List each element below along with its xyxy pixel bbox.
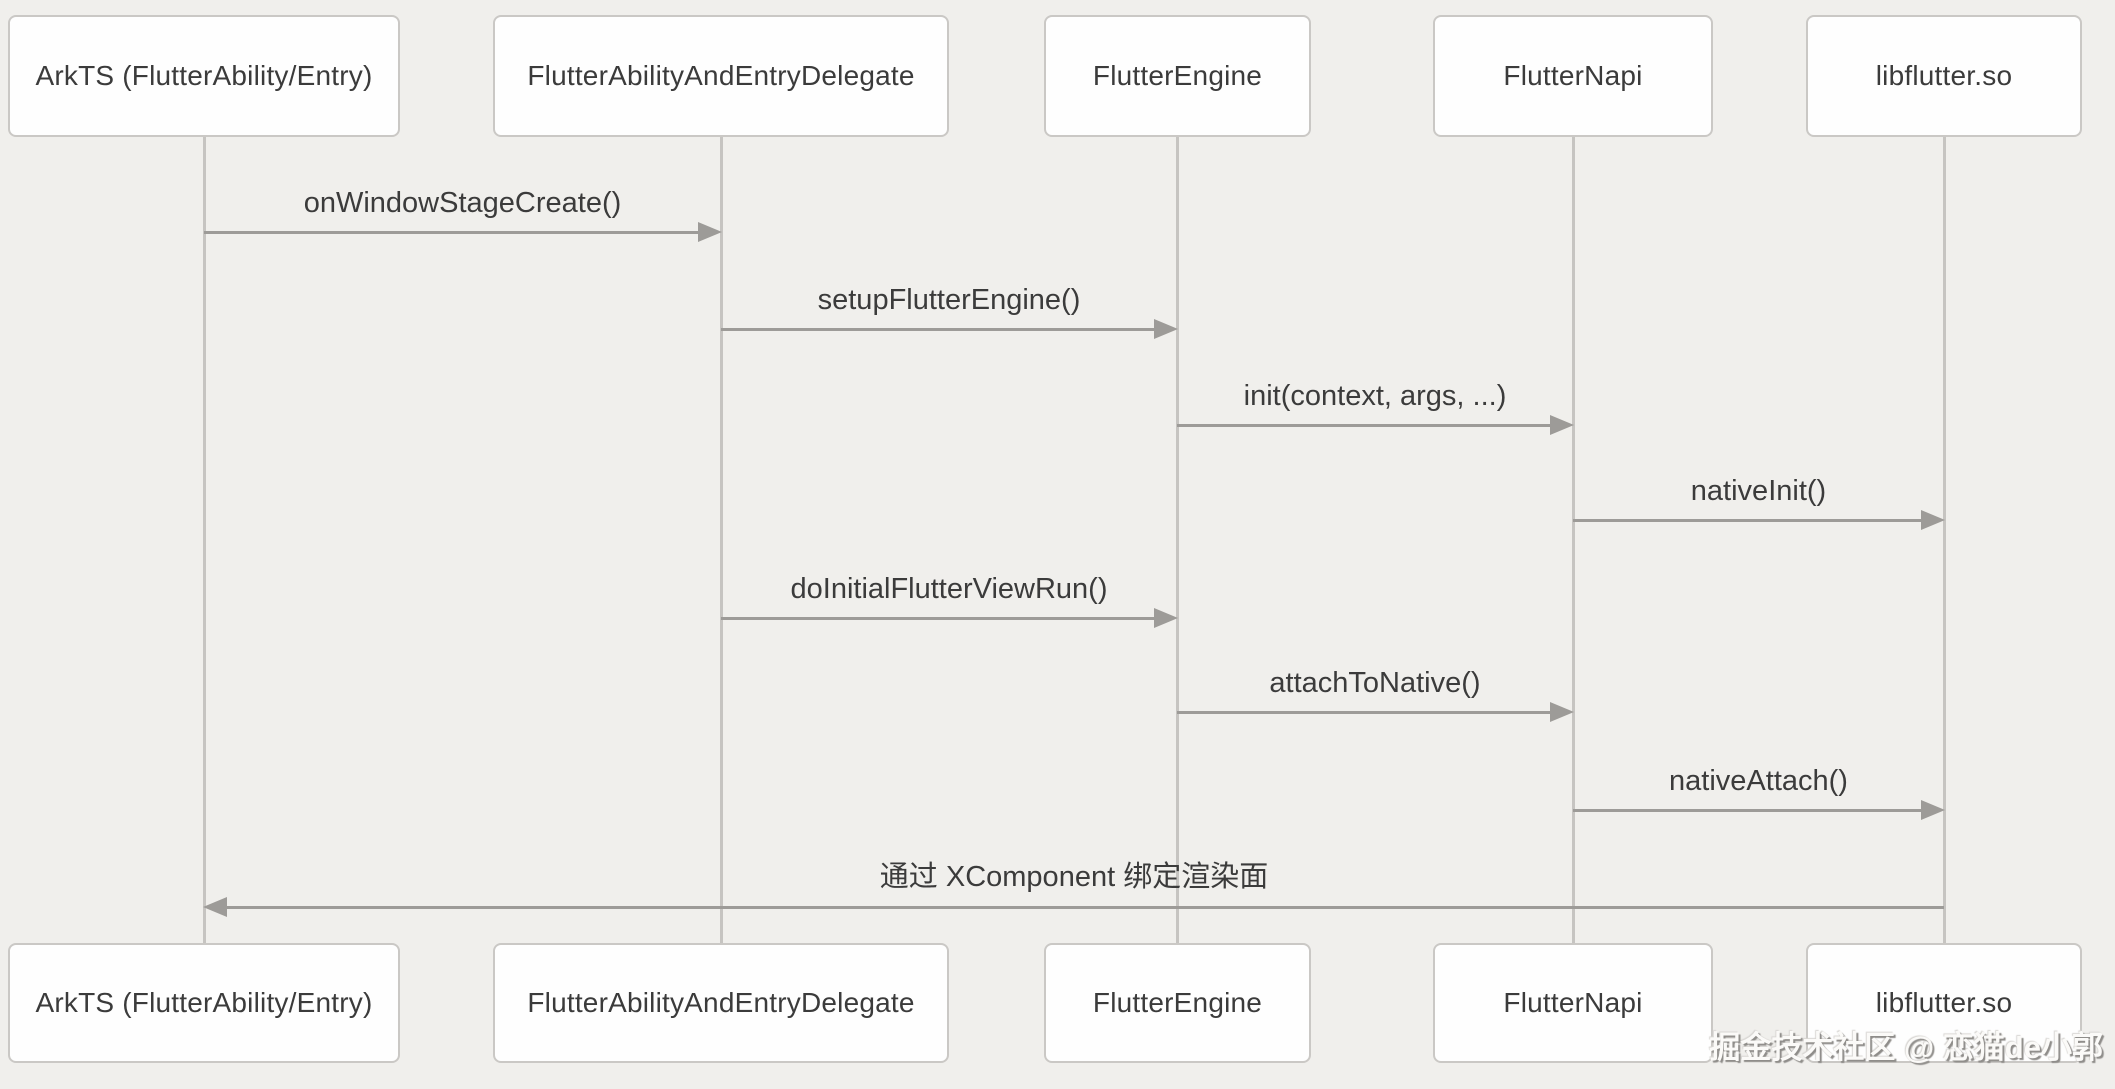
participant-top-flutter-napi: FlutterNapi bbox=[1433, 15, 1713, 137]
participant-label: FlutterNapi bbox=[1503, 987, 1643, 1018]
participant-label: libflutter.so bbox=[1875, 987, 2013, 1018]
participant-bottom-libflutter-so: libflutter.so bbox=[1806, 943, 2082, 1063]
watermark: 掘金技术社区 @ 恋猫de小郭 bbox=[1709, 1030, 2103, 1065]
participant-label: ArkTS (FlutterAbility/Entry) bbox=[35, 987, 373, 1018]
arrowhead-right-icon bbox=[698, 222, 722, 242]
arrowhead-left-icon bbox=[203, 897, 227, 917]
lifeline-arkts-entry bbox=[203, 137, 206, 943]
participant-label: FlutterAbilityAndEntryDelegate bbox=[527, 60, 915, 91]
message-label: doInitialFlutterViewRun() bbox=[790, 573, 1108, 605]
participant-bottom-arkts-entry: ArkTS (FlutterAbility/Entry) bbox=[8, 943, 400, 1063]
message-arrow-line bbox=[721, 328, 1159, 331]
arrowhead-right-icon bbox=[1154, 608, 1178, 628]
participant-bottom-delegate: FlutterAbilityAndEntryDelegate bbox=[493, 943, 949, 1063]
participant-top-flutter-engine: FlutterEngine bbox=[1044, 15, 1311, 137]
message-label: init(context, args, ...) bbox=[1243, 380, 1507, 412]
arrowhead-right-icon bbox=[1921, 510, 1945, 530]
message-arrow-line bbox=[1573, 519, 1926, 522]
message-label: nativeAttach() bbox=[1669, 765, 1848, 797]
participant-top-delegate: FlutterAbilityAndEntryDelegate bbox=[493, 15, 949, 137]
lifeline-flutter-engine bbox=[1176, 137, 1179, 943]
participant-top-libflutter-so: libflutter.so bbox=[1806, 15, 2082, 137]
message-label: 通过 XComponent 绑定渲染面 bbox=[879, 861, 1269, 893]
lifeline-flutter-napi bbox=[1572, 137, 1575, 943]
message-arrow-line bbox=[1573, 809, 1926, 812]
arrowhead-right-icon bbox=[1550, 415, 1574, 435]
message-label: attachToNative() bbox=[1269, 667, 1481, 699]
participant-label: ArkTS (FlutterAbility/Entry) bbox=[35, 60, 373, 91]
participant-label: libflutter.so bbox=[1875, 60, 2013, 91]
message-label: onWindowStageCreate() bbox=[303, 187, 622, 219]
participant-top-arkts-entry: ArkTS (FlutterAbility/Entry) bbox=[8, 15, 400, 137]
message-label: nativeInit() bbox=[1690, 475, 1827, 507]
participant-bottom-flutter-engine: FlutterEngine bbox=[1044, 943, 1311, 1063]
arrowhead-right-icon bbox=[1154, 319, 1178, 339]
message-arrow-line bbox=[1177, 711, 1555, 714]
message-arrow-line bbox=[204, 231, 703, 234]
message-arrow-line bbox=[1177, 424, 1555, 427]
lifeline-delegate bbox=[720, 137, 723, 943]
participant-label: FlutterEngine bbox=[1092, 987, 1263, 1018]
lifeline-libflutter-so bbox=[1943, 137, 1946, 943]
participant-label: FlutterNapi bbox=[1503, 60, 1643, 91]
message-arrow-line bbox=[222, 906, 1944, 909]
message-arrow-line bbox=[721, 617, 1159, 620]
arrowhead-right-icon bbox=[1550, 702, 1574, 722]
participant-bottom-flutter-napi: FlutterNapi bbox=[1433, 943, 1713, 1063]
arrowhead-right-icon bbox=[1921, 800, 1945, 820]
message-label: setupFlutterEngine() bbox=[817, 284, 1081, 316]
participant-label: FlutterAbilityAndEntryDelegate bbox=[527, 987, 915, 1018]
participant-label: FlutterEngine bbox=[1092, 60, 1263, 91]
